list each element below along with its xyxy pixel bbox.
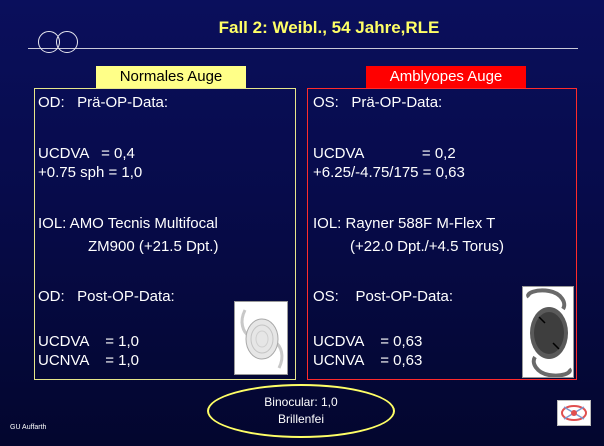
os-iol-line1: IOL: Rayner 588F M-Flex T: [313, 215, 496, 232]
amblyopic-eye-panel: [307, 88, 577, 380]
os-pre-refraction: +6.25/-4.75/175 = 0,63: [313, 164, 465, 181]
od-post-ucnva: UCNVA = 1,0: [38, 352, 140, 369]
logo-icon: [557, 400, 591, 426]
od-post-op-label: OD: Post-OP-Data:: [38, 288, 175, 305]
os-pre-ucdva: UCDVA = 0,2: [313, 145, 456, 162]
multifocal-iol-image: [234, 301, 288, 375]
od-pre-op-label: OD: Prä-OP-Data:: [38, 94, 169, 111]
od-iol-line1: IOL: AMO Tecnis Multifocal: [38, 215, 218, 232]
footer-author: GU Auffarth: [10, 424, 47, 431]
slide-title: Fall 2: Weibl., 54 Jahre,RLE: [218, 18, 440, 37]
amblyopic-eye-header: Amblyopes Auge: [366, 66, 526, 88]
os-post-op-label: OS: Post-OP-Data:: [313, 288, 454, 305]
od-post-ucdva: UCDVA = 1,0: [38, 333, 140, 350]
title-underline-tick: [30, 48, 40, 49]
os-post-ucnva: UCNVA = 0,63: [313, 352, 423, 369]
normal-eye-header: Normales Auge: [96, 66, 246, 88]
binocular-line1: Binocular: 1,0: [264, 395, 338, 409]
od-iol-line2: ZM900 (+21.5 Dpt.): [88, 238, 219, 255]
toric-iol-image: [522, 286, 574, 378]
decorative-circle-icon: [56, 31, 78, 53]
os-post-ucdva: UCDVA = 0,63: [313, 333, 423, 350]
binocular-result-oval: Binocular: 1,0 Brillenfei: [207, 384, 395, 438]
od-pre-ucdva: UCDVA = 0,4: [38, 145, 135, 162]
title-underline: [28, 48, 578, 49]
od-pre-refraction: +0.75 sph = 1,0: [38, 164, 143, 181]
binocular-line2: Brillenfei: [277, 412, 325, 426]
normal-eye-panel: [34, 88, 296, 380]
os-iol-line2: (+22.0 Dpt./+4.5 Torus): [350, 238, 504, 255]
os-pre-op-label: OS: Prä-OP-Data:: [313, 94, 443, 111]
